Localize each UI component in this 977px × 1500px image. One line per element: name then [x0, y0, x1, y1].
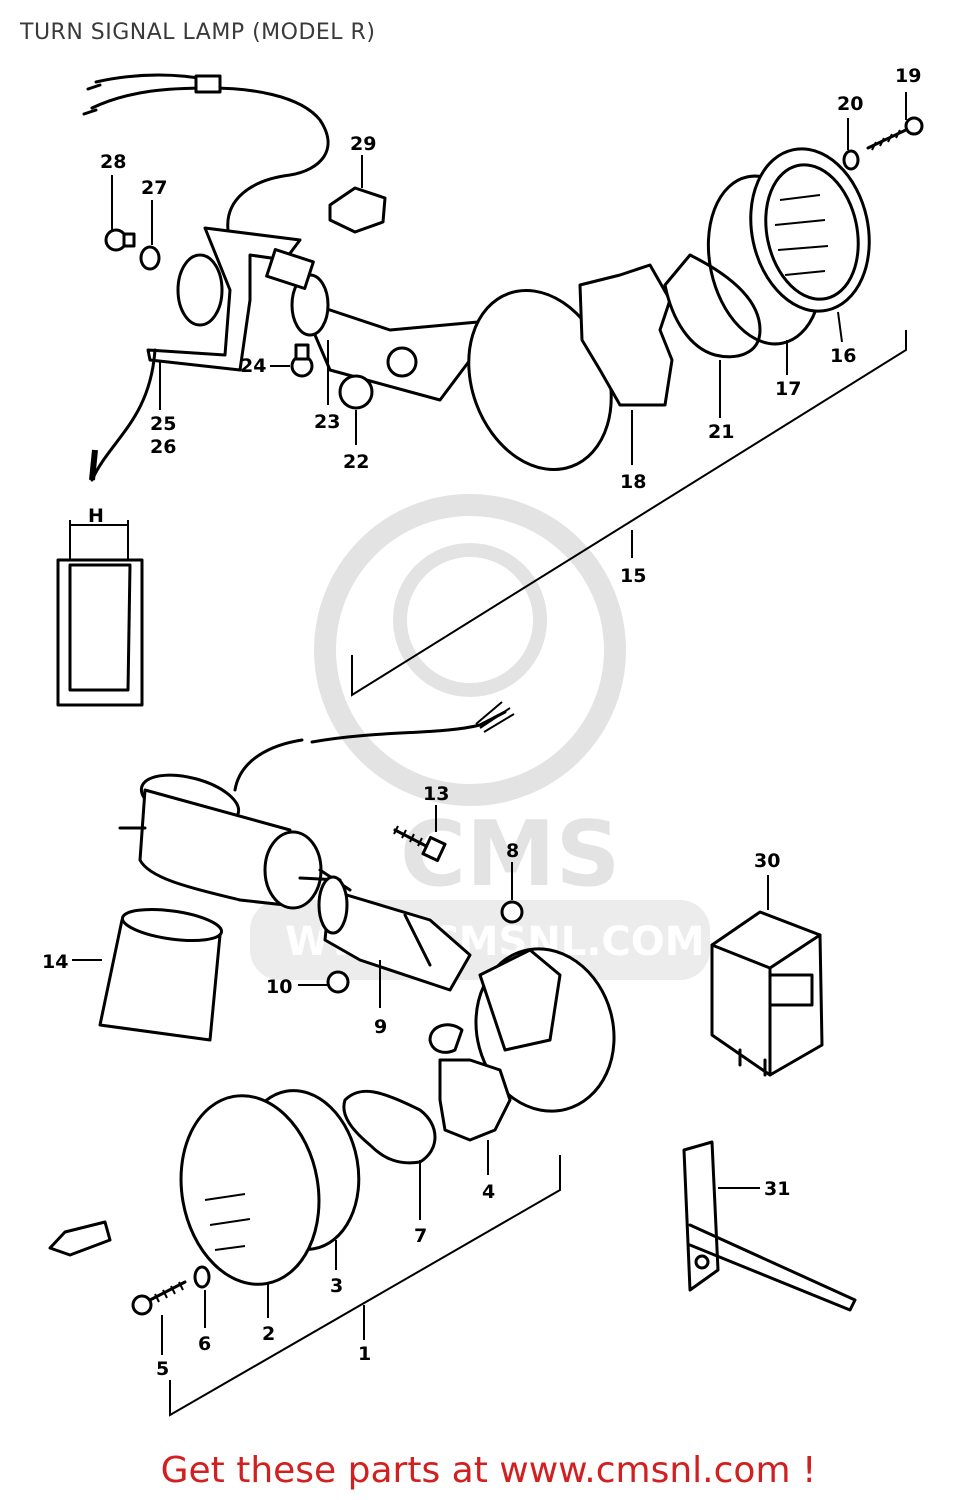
- callout-7: 7: [414, 1225, 427, 1247]
- callout-14: 14: [42, 951, 68, 973]
- callout-23: 23: [314, 411, 340, 433]
- callout-1: 1: [358, 1343, 371, 1365]
- callout-13: 13: [423, 783, 449, 805]
- callout-20: 20: [837, 93, 863, 115]
- callout-27: 27: [141, 177, 167, 199]
- callout-30: 30: [754, 850, 780, 872]
- callout-31: 31: [764, 1178, 790, 1200]
- callout-22: 22: [343, 451, 369, 473]
- callout-5: 5: [156, 1358, 169, 1380]
- get-parts-link[interactable]: Get these parts at www.cmsnl.com !: [160, 1450, 817, 1491]
- callout-4: 4: [482, 1181, 495, 1203]
- leader-lines-upper: [111, 92, 907, 697]
- rear-turn-signal-assembly: H: [56, 73, 924, 707]
- callout-29: 29: [350, 133, 376, 155]
- callout-21: 21: [708, 421, 734, 443]
- part-callouts: 19 20 28 29 27 24 23 25 26 22 21 17 16 1…: [42, 65, 921, 1380]
- callout-26: 26: [150, 436, 176, 458]
- callout-2: 2: [262, 1323, 275, 1345]
- callout-18: 18: [620, 471, 646, 493]
- exploded-parts-diagram: CMS WWW.CMSNL.COM: [42, 65, 924, 1417]
- callout-10: 10: [266, 976, 292, 998]
- dimension-label: H: [88, 505, 104, 527]
- front-turn-signal-assembly: [48, 701, 857, 1316]
- diagram-title: TURN SIGNAL LAMP (MODEL R): [20, 20, 376, 45]
- callout-6: 6: [198, 1333, 211, 1355]
- callout-19: 19: [895, 65, 921, 87]
- leader-lines-lower: [72, 805, 769, 1417]
- callout-16: 16: [830, 345, 856, 367]
- callout-24: 24: [240, 355, 266, 377]
- callout-28: 28: [100, 151, 126, 173]
- callout-25: 25: [150, 413, 176, 435]
- callout-9: 9: [374, 1016, 387, 1038]
- callout-15: 15: [620, 565, 646, 587]
- wire-connector: [194, 74, 222, 94]
- callout-17: 17: [775, 378, 801, 400]
- callout-3: 3: [330, 1275, 343, 1297]
- forward-arrow-icon: [48, 1220, 112, 1257]
- callout-8: 8: [506, 840, 519, 862]
